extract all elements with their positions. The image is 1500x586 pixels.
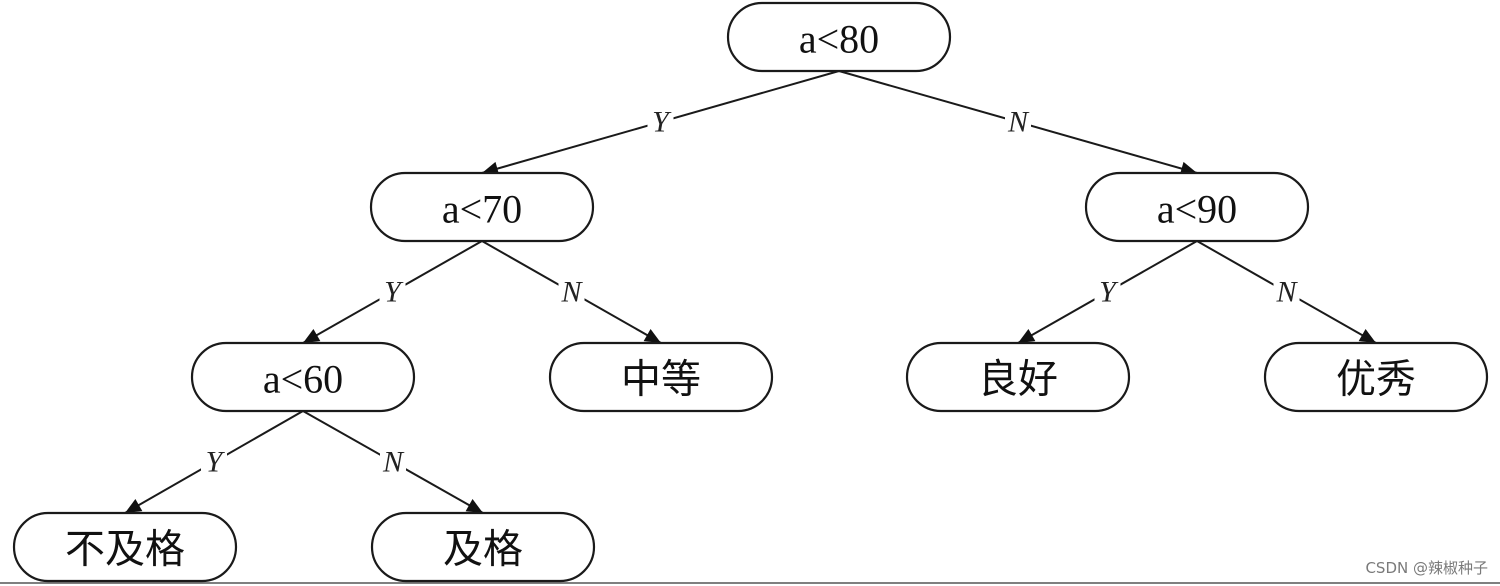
edge-n60-fail: Y (124, 410, 304, 514)
edge-n90-good: Y (1017, 240, 1198, 344)
node-box (190, 341, 416, 413)
node-n60: a<60 (190, 341, 416, 413)
arrow-head (303, 328, 321, 343)
node-box (1084, 171, 1310, 243)
arrow-head (125, 498, 143, 513)
edge-label: Y (1099, 276, 1119, 309)
edge-label-bg (1005, 107, 1031, 137)
node-box (12, 511, 238, 583)
node-label: a<60 (263, 357, 343, 402)
node-pass: 及格 (370, 511, 596, 583)
arrow-head (1018, 328, 1036, 343)
node-fail: 不及格 (12, 511, 238, 583)
edge-label: N (560, 276, 583, 309)
arrow-head (643, 328, 661, 343)
node-box (726, 1, 952, 73)
edge-label-bg (558, 277, 585, 307)
edge-label: Y (652, 106, 672, 139)
edge-root-n70: Y (481, 70, 840, 176)
edge-label-bg (201, 447, 227, 477)
edge-n90-excellent: N (1196, 240, 1377, 344)
node-label: 优秀 (1336, 357, 1416, 402)
edge-label: Y (206, 446, 226, 479)
node-root: a<80 (726, 1, 952, 73)
node-box (369, 171, 595, 243)
node-n90: a<90 (1084, 171, 1310, 243)
node-medium: 中等 (548, 341, 774, 413)
edge-label: N (1007, 106, 1030, 139)
edge-label: N (1275, 276, 1298, 309)
edge-label-bg (1094, 277, 1121, 307)
node-excellent: 优秀 (1263, 341, 1489, 413)
node-label: 不及格 (65, 527, 185, 572)
node-label: 及格 (443, 527, 523, 572)
edge-n70-medium: N (481, 240, 662, 344)
edge-label-bg (647, 107, 674, 137)
node-box (1263, 341, 1489, 413)
node-box (548, 341, 774, 413)
edge-label-bg (1273, 277, 1300, 307)
edge-label-bg (379, 277, 406, 307)
edge-label: Y (384, 276, 404, 309)
edges-layer: Y N Y N Y N Y N (124, 70, 1377, 514)
edge-root-n90: N (838, 70, 1198, 176)
node-label: 中等 (621, 357, 701, 402)
arrow-head (1358, 328, 1376, 343)
watermark: CSDN @辣椒种子 (1365, 559, 1488, 577)
node-n70: a<70 (369, 171, 595, 243)
node-label: a<90 (1157, 187, 1237, 232)
edge-label: N (382, 446, 405, 479)
node-label: 良好 (978, 357, 1058, 402)
node-good: 良好 (905, 341, 1131, 413)
node-label: a<70 (442, 187, 522, 232)
edge-n60-pass: N (302, 410, 484, 514)
edge-label-bg (380, 447, 406, 477)
edge-n70-n60: Y (302, 240, 483, 344)
arrow-head (465, 499, 483, 513)
node-label: a<80 (799, 17, 879, 62)
node-box (370, 511, 596, 583)
node-box (905, 341, 1131, 413)
